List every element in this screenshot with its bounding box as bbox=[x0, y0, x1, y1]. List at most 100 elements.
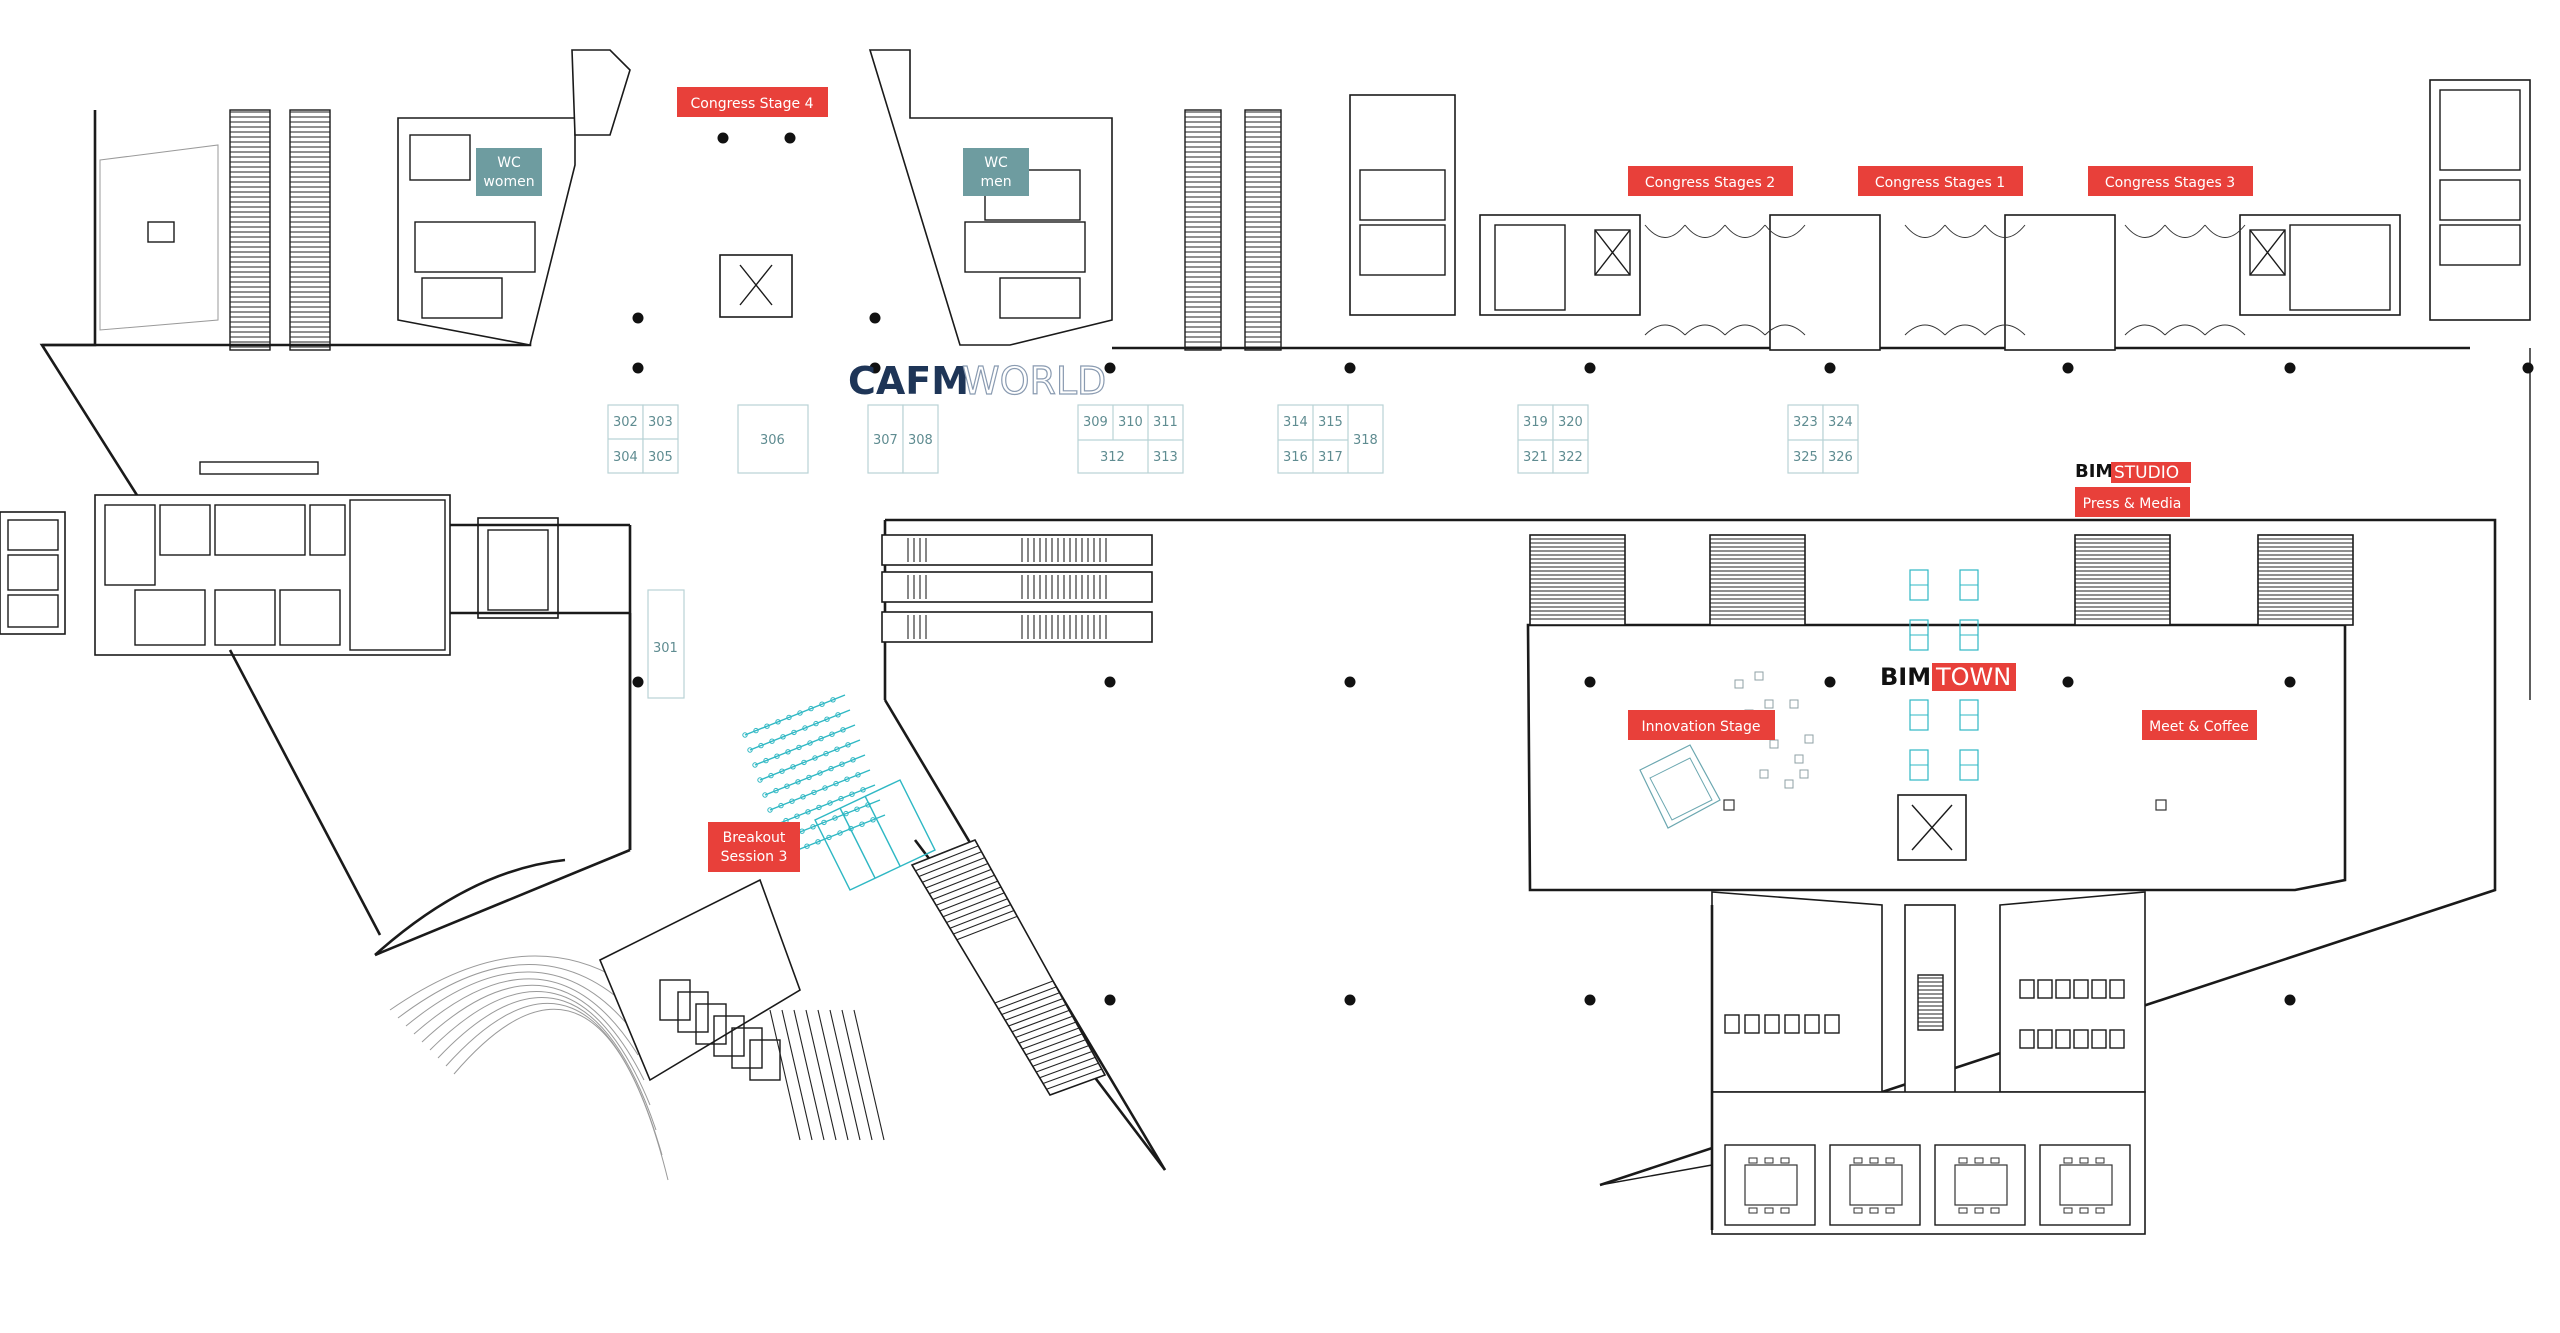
escalator-west-2 bbox=[289, 109, 331, 351]
pillar-icon bbox=[2284, 362, 2296, 374]
door-icon bbox=[2124, 224, 2166, 238]
bim-studio-logo: BIM STUDIO bbox=[2075, 461, 2191, 483]
pillar-icon bbox=[2284, 676, 2296, 688]
bim-town-part2: TOWN bbox=[1935, 663, 2011, 691]
booth-303[interactable]: 303 bbox=[648, 415, 673, 430]
bim-town-part1: BIM bbox=[1880, 663, 1931, 691]
booth-323[interactable]: 323 bbox=[1793, 415, 1818, 430]
door-icon bbox=[1644, 224, 1686, 238]
table-icon bbox=[2059, 1164, 2113, 1206]
pillar-icon bbox=[1824, 676, 1836, 688]
escalator-west-1 bbox=[229, 109, 271, 351]
booths: 302 303 304 305 306 307 308 309 310 311 … bbox=[607, 404, 1859, 699]
congress-stages-1-text: Congress Stages 1 bbox=[1875, 175, 2005, 191]
booth-306[interactable]: 306 bbox=[760, 433, 785, 448]
pillars bbox=[632, 132, 2534, 1006]
press-media-text: Press & Media bbox=[2083, 496, 2182, 512]
auditorium bbox=[374, 838, 1167, 1181]
label-congress-stages-3[interactable]: Congress Stages 3 bbox=[2088, 166, 2253, 196]
south-block bbox=[1599, 891, 2146, 1235]
wc-men-label: WC men bbox=[963, 148, 1029, 196]
world-text: WORLD bbox=[962, 359, 1106, 403]
booth-311[interactable]: 311 bbox=[1153, 415, 1178, 430]
escalator-center-1 bbox=[1184, 109, 1222, 351]
booth-322[interactable]: 322 bbox=[1558, 450, 1583, 465]
west-wing bbox=[0, 109, 632, 957]
wc-men-line2: men bbox=[980, 174, 1011, 190]
pillar-icon bbox=[1104, 362, 1116, 374]
congress-stage-4-text: Congress Stage 4 bbox=[690, 96, 813, 112]
booth-316[interactable]: 316 bbox=[1283, 450, 1308, 465]
booth-318[interactable]: 318 bbox=[1353, 433, 1378, 448]
booth-312[interactable]: 312 bbox=[1100, 450, 1125, 465]
booth-320[interactable]: 320 bbox=[1558, 415, 1583, 430]
pillar-icon bbox=[1824, 362, 1836, 374]
table-icon bbox=[1744, 1164, 1798, 1206]
pillar-icon bbox=[1104, 676, 1116, 688]
booth-314[interactable]: 314 bbox=[1283, 415, 1308, 430]
wc-men-line1: WC bbox=[984, 155, 1008, 171]
breakout-line2: Session 3 bbox=[721, 849, 788, 865]
escalator-south bbox=[910, 838, 1107, 1096]
innovation-stage-seating bbox=[1639, 671, 2167, 829]
booth-310[interactable]: 310 bbox=[1118, 415, 1143, 430]
pillar-icon bbox=[632, 362, 644, 374]
elevator-icon bbox=[147, 221, 175, 243]
congress-stages-3-text: Congress Stages 3 bbox=[2105, 175, 2235, 191]
booth-302[interactable]: 302 bbox=[613, 415, 638, 430]
cafm-text: CAFM bbox=[848, 359, 969, 403]
label-meet-coffee[interactable]: Meet & Coffee bbox=[2142, 710, 2257, 740]
booth-313[interactable]: 313 bbox=[1153, 450, 1178, 465]
label-press-media[interactable]: Press & Media bbox=[2075, 487, 2190, 517]
label-innovation-stage[interactable]: Innovation Stage bbox=[1628, 710, 1775, 740]
label-congress-stage-4[interactable]: Congress Stage 4 bbox=[677, 87, 828, 117]
pillar-icon bbox=[784, 132, 796, 144]
wc-women-block bbox=[397, 49, 631, 346]
pillar-icon bbox=[2062, 676, 2074, 688]
pillar-icon bbox=[2062, 362, 2074, 374]
label-congress-stages-1[interactable]: Congress Stages 1 bbox=[1858, 166, 2023, 196]
booth-325[interactable]: 325 bbox=[1793, 450, 1818, 465]
door-icon bbox=[2204, 224, 2246, 238]
pillar-icon bbox=[1584, 676, 1596, 688]
bim-town-logo: BIM TOWN bbox=[1880, 663, 2016, 691]
door-icon bbox=[1764, 224, 1806, 238]
booth-308[interactable]: 308 bbox=[908, 433, 933, 448]
door-icon bbox=[1944, 224, 1986, 238]
booth-301[interactable]: 301 bbox=[653, 641, 678, 656]
pillar-icon bbox=[1344, 676, 1356, 688]
booth-324[interactable]: 324 bbox=[1828, 415, 1853, 430]
door-icon bbox=[1904, 224, 1946, 238]
cafm-world-logo: CAFM WORLD bbox=[848, 358, 1107, 403]
wc-men-block bbox=[868, 49, 1113, 346]
label-congress-stages-2[interactable]: Congress Stages 2 bbox=[1628, 166, 1793, 196]
wc-women-line2: women bbox=[483, 174, 534, 190]
booth-321[interactable]: 321 bbox=[1523, 450, 1548, 465]
wc-women-label: WC women bbox=[476, 148, 542, 196]
door-icon bbox=[1984, 224, 2026, 238]
booth-307[interactable]: 307 bbox=[873, 433, 898, 448]
bim-studio-part1: BIM bbox=[2075, 461, 2113, 482]
table-icon bbox=[1954, 1164, 2008, 1206]
table-icon bbox=[1849, 1164, 1903, 1206]
pillar-icon bbox=[869, 362, 881, 374]
pillar-icon bbox=[717, 132, 729, 144]
breakout-line1: Breakout bbox=[723, 830, 786, 846]
bim-studio-part2: STUDIO bbox=[2114, 463, 2179, 483]
booth-304[interactable]: 304 bbox=[613, 450, 638, 465]
door-icon bbox=[2164, 224, 2206, 238]
booth-319[interactable]: 319 bbox=[1523, 415, 1548, 430]
booth-326[interactable]: 326 bbox=[1828, 450, 1853, 465]
booth-309[interactable]: 309 bbox=[1083, 415, 1108, 430]
booth-group-302: 302 303 304 305 bbox=[607, 404, 679, 474]
booth-317[interactable]: 317 bbox=[1318, 450, 1343, 465]
pillar-icon bbox=[1104, 994, 1116, 1006]
booth-315[interactable]: 315 bbox=[1318, 415, 1343, 430]
escalator-center-2 bbox=[1244, 109, 1282, 351]
pillar-icon bbox=[1584, 362, 1596, 374]
north-corridor bbox=[1112, 79, 2531, 700]
label-breakout-session-3[interactable]: Breakout Session 3 bbox=[708, 822, 800, 872]
pillar-icon bbox=[1344, 362, 1356, 374]
booth-305[interactable]: 305 bbox=[648, 450, 673, 465]
